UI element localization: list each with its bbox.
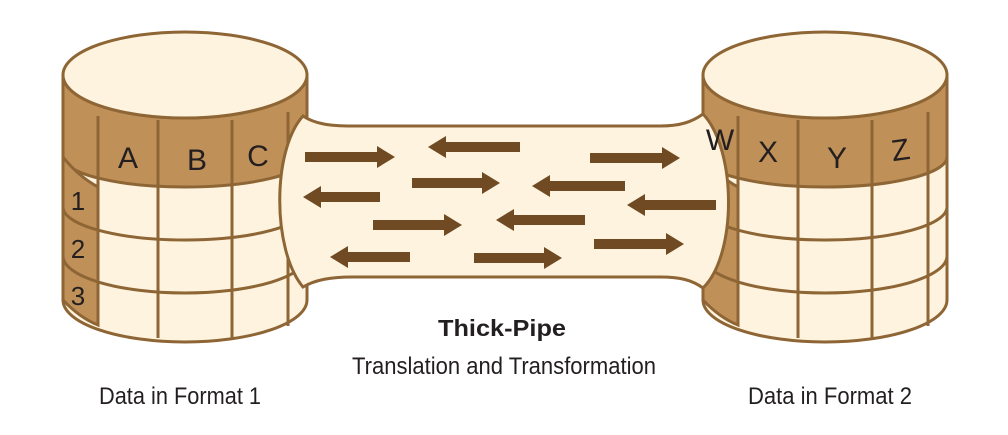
left-db-row-label: 3 xyxy=(71,281,85,311)
right-db-row-line xyxy=(701,255,949,295)
left-db-caption: Data in Format 1 xyxy=(99,383,261,410)
arrow-right-icon xyxy=(590,147,680,169)
right-db-column-label: W xyxy=(706,124,735,157)
arrow-right-icon xyxy=(412,172,500,194)
data-flow-arrows xyxy=(303,136,716,269)
right-db-caption: Data in Format 2 xyxy=(748,383,912,410)
arrow-right-icon xyxy=(474,247,562,269)
arrow-left-icon xyxy=(303,186,380,208)
overlay-labels: W xyxy=(706,124,735,157)
arrow-left-icon xyxy=(532,175,625,197)
arrow-right-icon xyxy=(305,146,395,168)
arrow-left-icon xyxy=(496,209,585,231)
left-db-column-label: B xyxy=(187,144,207,177)
arrow-right-icon xyxy=(594,233,684,255)
database-format-2: X Y Z xyxy=(701,30,949,344)
left-db-row-label: 1 xyxy=(71,186,85,216)
pipe-subtitle: Translation and Transformation xyxy=(352,353,656,380)
right-db-column-label: Z xyxy=(889,133,912,168)
arrow-left-icon xyxy=(428,136,520,158)
right-db-top xyxy=(701,30,949,120)
arrow-left-icon xyxy=(330,246,410,268)
arrow-right-icon xyxy=(373,214,462,236)
arrow-left-icon xyxy=(627,194,716,216)
left-db-row-label: 2 xyxy=(71,234,85,264)
database-format-1: A B C 1 2 3 xyxy=(61,30,309,344)
right-db-column-label: X xyxy=(758,136,778,169)
pipe-title: Thick-Pipe xyxy=(438,315,566,341)
left-db-top xyxy=(61,30,309,120)
left-db-column-label: A xyxy=(118,142,138,175)
right-db-column-label: Y xyxy=(827,142,847,175)
left-db-column-label: C xyxy=(247,140,269,173)
